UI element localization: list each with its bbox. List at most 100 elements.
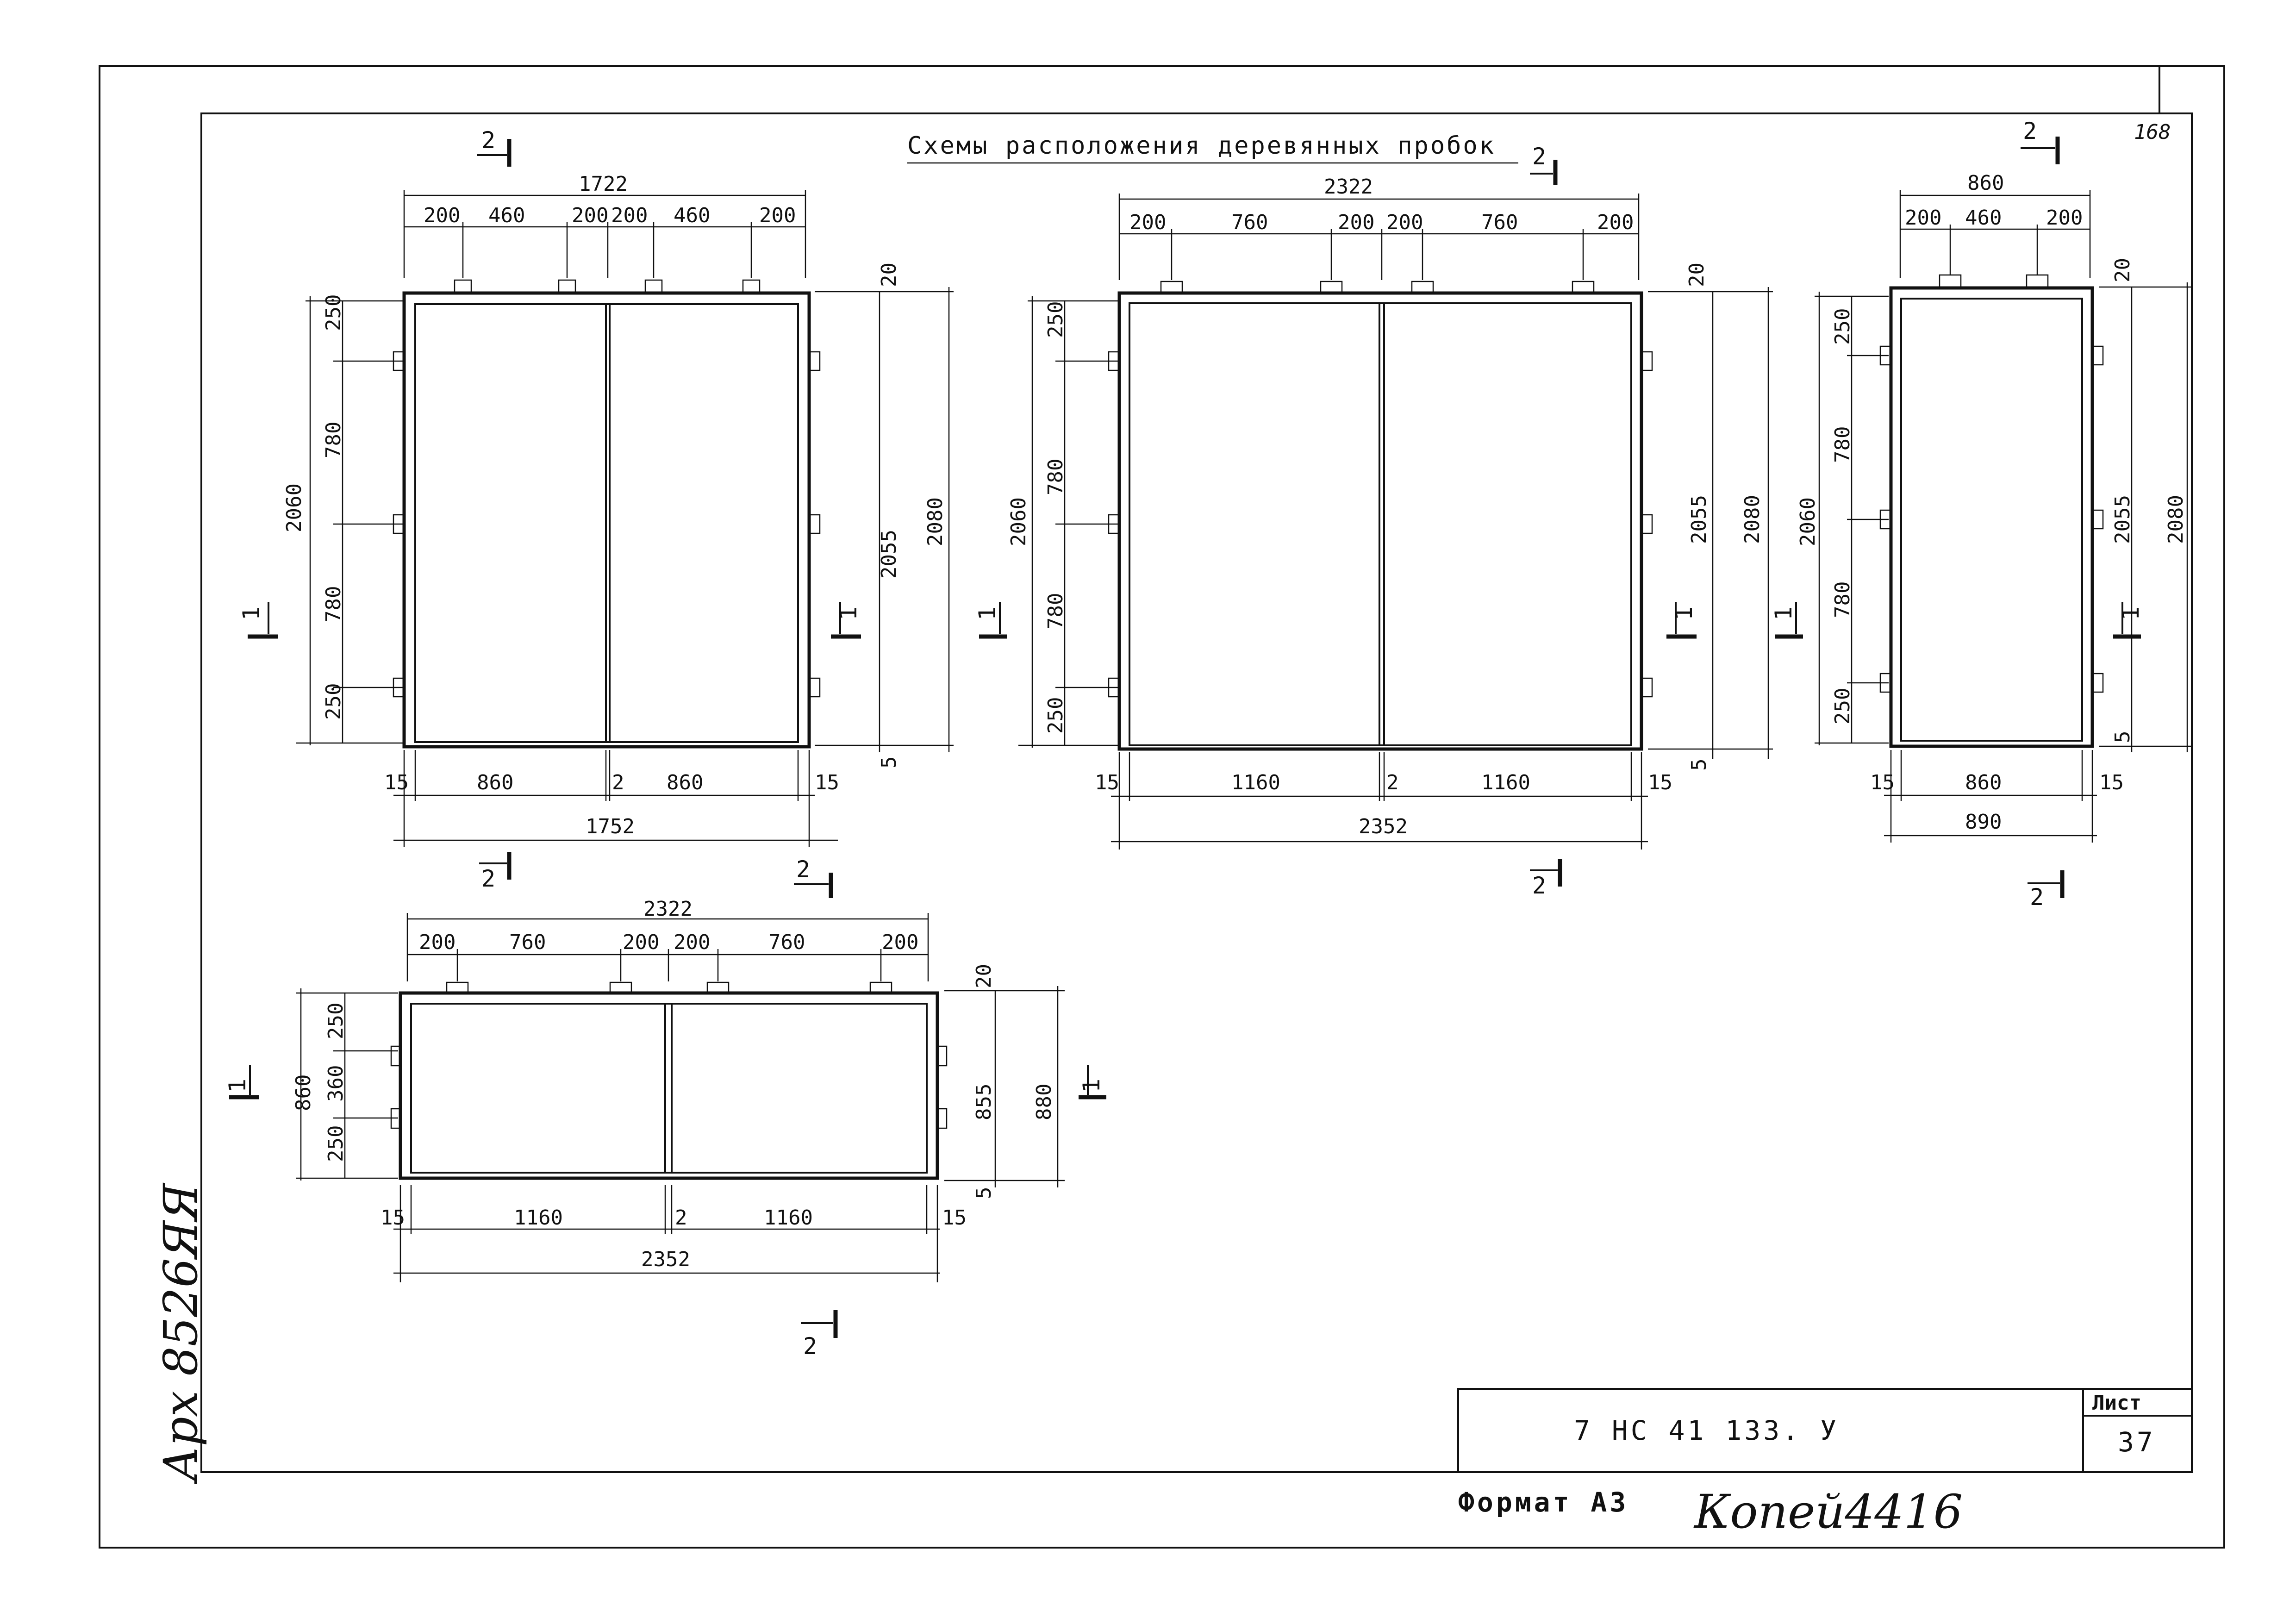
plug [390,1045,401,1067]
dim-b-bottom: 15 [1095,771,1119,794]
dim-b-bottom-total: 2352 [1359,815,1408,838]
sheet-value: 37 [2118,1426,2156,1458]
dim-b-left: 250 [1044,301,1067,338]
dim-b-top-seg: 200 [1597,211,1634,234]
dim-b-bottom: 1160 [1481,771,1530,794]
svg-text:2: 2 [481,127,495,154]
dim-a-top-seg: 460 [674,204,710,227]
svg-text:1: 1 [1078,1079,1105,1093]
dim-d-bottom: 15 [942,1206,967,1230]
plug [808,351,821,371]
frame-d: 2322 200 760 200 200 760 200 250 360 250… [224,897,1106,1360]
dim-c-bottom-total: 890 [1965,810,2002,834]
plug [936,1045,948,1067]
section-mark-2: 2 [801,1310,838,1360]
dim-b-left: 780 [1044,593,1067,630]
svg-text:1: 1 [2117,606,2144,620]
dim-c-top-total: 860 [1967,171,2004,195]
dim-a-left: 250 [322,683,345,720]
section-mark-2: 2 [1530,859,1562,899]
dim-d-bottom: 1160 [764,1206,813,1230]
dim-b-top-seg: 760 [1481,211,1518,234]
dim-d-bottom: 2 [675,1206,687,1230]
dim-c-bottom: 15 [2099,771,2124,794]
dim-b-left: 250 [1044,697,1067,734]
dim-a-top-seg: 460 [488,204,525,227]
plug [2091,673,2104,693]
dim-a-bottom: 860 [477,771,513,794]
dim-b-bottom: 2 [1386,771,1399,794]
dim-a-top-seg: 200 [424,204,460,227]
dim-d-top-seg: 200 [882,931,918,954]
plug [1320,281,1343,294]
section-mark-1: 1 [831,602,862,639]
dim-a-bottom: 15 [815,771,839,794]
dim-c-left: 780 [1831,581,1854,618]
svg-text:1: 1 [835,606,862,620]
dim-c-top-seg: 460 [1965,206,2002,230]
svg-text:1: 1 [224,1079,251,1093]
dim-b-top-total: 2322 [1324,175,1373,199]
dim-d-left: 250 [324,1003,348,1039]
section-mark-2: 2 [479,852,512,892]
drawing-title: Схемы расположения деревянных пробок [907,132,1496,160]
section-mark-1: 1 [238,602,278,639]
dim-a-right-bottom: 5 [877,756,901,769]
outer-border [99,65,2225,1549]
dim-d-right-outer: 880 [1032,1084,1056,1120]
dim-c-top-seg: 200 [1905,206,1941,230]
dim-d-top-seg: 200 [419,931,455,954]
section-mark-1: 1 [1078,1065,1106,1099]
plug [644,279,663,294]
dim-d-bottom: 15 [381,1206,405,1230]
dim-c-left-total: 2060 [1796,497,1820,546]
dim-c-bottom: 860 [1965,771,2002,794]
plug [1641,677,1653,698]
dim-b-top-seg: 200 [1338,211,1374,234]
plug [1641,514,1653,534]
dim-a-left: 780 [322,586,345,623]
svg-text:2: 2 [2023,118,2037,144]
dim-a-bottom: 2 [612,771,624,794]
dim-b-right-bottom: 5 [1687,759,1711,771]
dim-a-top-seg: 200 [572,204,608,227]
dim-b-right-outer: 2080 [1741,495,1764,544]
dim-c-right-outer: 2080 [2164,495,2188,544]
section-mark-2: 2 [477,127,512,167]
dim-b-top-seg: 200 [1129,211,1166,234]
dim-d-top-seg: 200 [623,931,659,954]
dim-b-bottom: 15 [1648,771,1672,794]
frame-c: 860 200 460 200 250 780 780 250 2060 20 … [1770,118,2192,911]
section-mark-1: 1 [2113,602,2144,639]
plug [558,279,576,294]
section-mark-1: 1 [1770,602,1803,639]
dim-b-top-seg: 760 [1231,211,1268,234]
dim-b-right-inner: 2055 [1687,495,1711,544]
dim-d-right-top: 20 [972,964,996,988]
dim-c-right-bottom: 5 [2111,731,2134,743]
frame-a: 1722 200 460 200 200 460 200 250 780 780… [238,127,954,898]
frame-c-outer [1889,286,2094,748]
dim-b-top-seg: 200 [1386,211,1423,234]
dim-a-bottom: 860 [667,771,703,794]
format-label: Формат А3 [1458,1487,1628,1518]
signature-bottom: Копей4416 [1693,1485,1963,1539]
dim-c-right-top: 20 [2111,258,2134,282]
dim-a-top-seg: 200 [611,204,648,227]
svg-text:2: 2 [796,856,810,883]
inner-border [200,112,2193,1473]
section-mark-1: 1 [1666,602,1697,639]
svg-text:2: 2 [803,1333,817,1360]
frame-c-inner [1900,298,2083,742]
dim-d-left-total: 860 [292,1074,315,1111]
dim-d-bottom: 1160 [514,1206,563,1230]
dim-a-bottom-total: 1752 [586,815,635,838]
dim-a-right-top: 20 [877,262,901,287]
dim-a-left-total: 2060 [282,483,306,532]
section-mark-2: 2 [2021,118,2060,164]
plug [706,981,730,994]
dim-a-left: 780 [322,422,345,458]
dim-a-right-outer: 2080 [923,497,947,546]
plug [609,981,632,994]
plug [808,514,821,534]
